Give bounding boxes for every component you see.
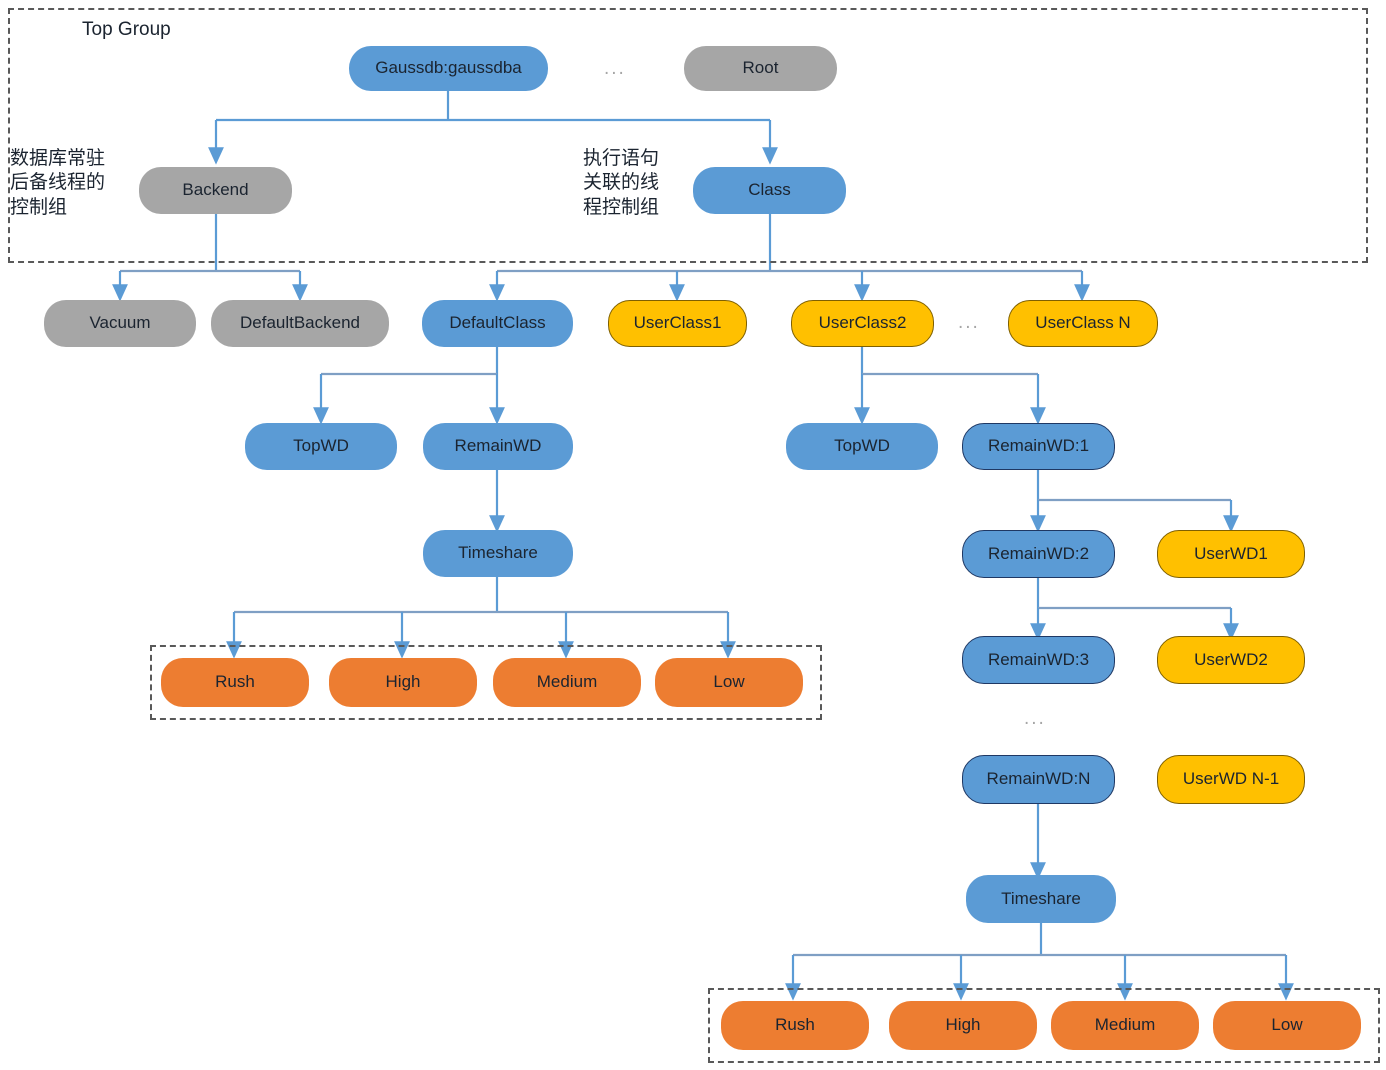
node-backend[interactable]: Backend xyxy=(139,167,292,214)
node-medium-left[interactable]: Medium xyxy=(493,658,641,707)
node-timeshare-left[interactable]: Timeshare xyxy=(423,530,573,577)
backend-note-label: 数据库常驻 后备线程的 控制组 xyxy=(10,148,106,218)
node-remain-wd-3[interactable]: RemainWD:3 xyxy=(962,636,1115,684)
node-root[interactable]: Root xyxy=(684,46,837,91)
remain-wd-chain-ellipsis: ... xyxy=(1024,708,1046,729)
node-user-class-n[interactable]: UserClass N xyxy=(1008,300,1158,347)
node-rush-left[interactable]: Rush xyxy=(161,658,309,707)
node-top-wd-right[interactable]: TopWD xyxy=(786,423,938,470)
node-user-wd-1[interactable]: UserWD1 xyxy=(1157,530,1305,578)
node-user-class-1[interactable]: UserClass1 xyxy=(608,300,747,347)
node-user-class-2[interactable]: UserClass2 xyxy=(791,300,934,347)
node-user-wd-2[interactable]: UserWD2 xyxy=(1157,636,1305,684)
node-gaussdb-gaussdba[interactable]: Gaussdb:gaussdba xyxy=(349,46,548,91)
top-row-ellipsis: ... xyxy=(604,58,626,79)
top-group-label: Top Group xyxy=(82,19,171,40)
node-default-backend[interactable]: DefaultBackend xyxy=(211,300,389,347)
user-class-ellipsis: ... xyxy=(958,312,980,333)
node-remain-wd-1[interactable]: RemainWD:1 xyxy=(962,423,1115,470)
right-priority-group-box xyxy=(708,988,1380,1063)
node-default-class[interactable]: DefaultClass xyxy=(422,300,573,347)
node-rush-right[interactable]: Rush xyxy=(721,1001,869,1050)
node-remain-wd-2[interactable]: RemainWD:2 xyxy=(962,530,1115,578)
node-medium-right[interactable]: Medium xyxy=(1051,1001,1199,1050)
node-high-right[interactable]: High xyxy=(889,1001,1037,1050)
node-class[interactable]: Class xyxy=(693,167,846,214)
node-remain-wd-n[interactable]: RemainWD:N xyxy=(962,755,1115,804)
node-user-wd-n-1[interactable]: UserWD N-1 xyxy=(1157,755,1305,804)
node-top-wd-left[interactable]: TopWD xyxy=(245,423,397,470)
left-priority-group-box xyxy=(150,645,822,720)
node-low-right[interactable]: Low xyxy=(1213,1001,1361,1050)
node-remain-wd-left[interactable]: RemainWD xyxy=(423,423,573,470)
node-high-left[interactable]: High xyxy=(329,658,477,707)
class-note-label: 执行语句 关联的线 程控制组 xyxy=(583,148,660,218)
top-group-box xyxy=(8,8,1368,263)
node-timeshare-right[interactable]: Timeshare xyxy=(966,875,1116,923)
node-low-left[interactable]: Low xyxy=(655,658,803,707)
node-vacuum[interactable]: Vacuum xyxy=(44,300,196,347)
